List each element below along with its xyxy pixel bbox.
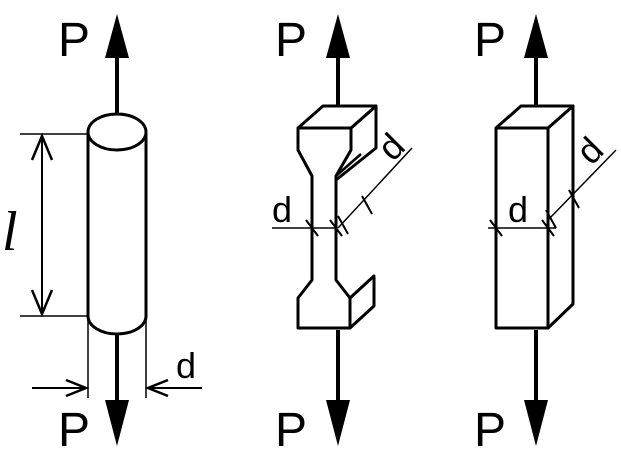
- top-force-label-3: P: [474, 14, 506, 67]
- prism-depth-tick-1: [545, 209, 557, 229]
- prism-width-tick-left: [489, 219, 503, 237]
- bottom-force-label-2: P: [275, 404, 307, 456]
- dogbone-depth-line: [337, 147, 413, 229]
- prism-depth-tick-2: [568, 189, 580, 209]
- diameter-arrow-left-1: [65, 378, 90, 398]
- top-force-label-2: P: [275, 14, 307, 67]
- top-force-arrow-3: [524, 14, 548, 58]
- length-label: l: [2, 201, 18, 263]
- dogbone-depth-tick-1: [337, 215, 349, 235]
- diameter-label-1: d: [176, 345, 196, 386]
- top-force-arrow-1: [105, 14, 129, 58]
- length-arrow-down: [30, 289, 54, 318]
- top-force-arrow-2: [326, 14, 350, 58]
- cylinder-body: [86, 132, 148, 336]
- prism-depth-label: d: [568, 129, 611, 172]
- prism-specimen: P P d d: [474, 14, 617, 456]
- bottom-force-label-1: P: [58, 404, 90, 456]
- dogbone-depth-tick-2: [361, 195, 373, 215]
- dogbone-width-tick-left: [305, 219, 319, 237]
- bottom-force-label-3: P: [474, 404, 506, 456]
- bottom-force-arrow-1: [105, 400, 129, 446]
- prism-depth-line: [547, 149, 617, 221]
- cylinder-specimen: P P l d: [2, 14, 202, 456]
- top-force-label-1: P: [58, 14, 90, 67]
- dogbone-width-tick-right: [329, 219, 343, 237]
- bottom-force-arrow-2: [326, 400, 350, 446]
- dogbone-neck-edge-top: [335, 153, 362, 177]
- prism-width-label: d: [508, 189, 528, 230]
- bottom-force-arrow-3: [524, 400, 548, 446]
- diameter-arrow-right-1: [144, 378, 169, 398]
- length-arrow-up: [30, 132, 54, 161]
- prism-width-tick-right: [541, 219, 555, 237]
- dogbone-depth-label: d: [369, 125, 412, 168]
- cylinder-top-face: [86, 112, 148, 152]
- dogbone-neck-edge-bottom: [349, 275, 375, 299]
- dogbone-width-label: d: [272, 189, 292, 230]
- dogbone-specimen: P P d d: [272, 14, 413, 456]
